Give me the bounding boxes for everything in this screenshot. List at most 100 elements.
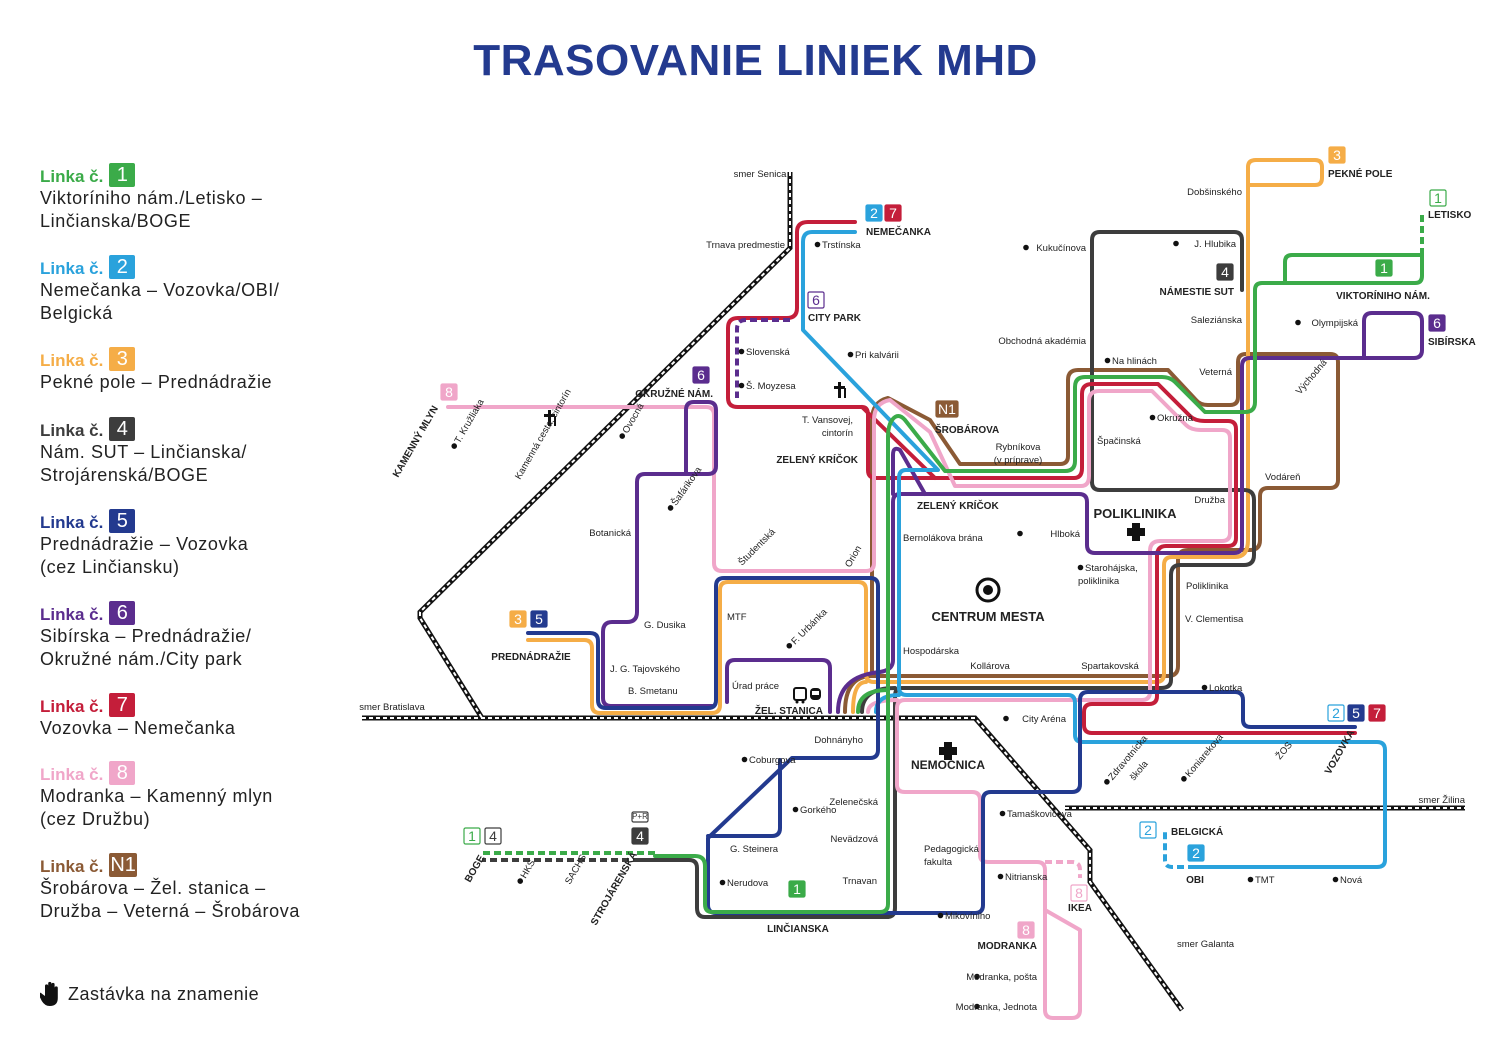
stop: VIKTORÍNIHO NÁM. bbox=[1336, 289, 1430, 302]
stop: Modranka, Jednota bbox=[956, 1002, 1038, 1013]
line-badge-text: 4 bbox=[636, 828, 644, 844]
line-2-dashed bbox=[1163, 830, 1195, 869]
line-badge-text: 1 bbox=[1380, 260, 1388, 276]
stop: Východná bbox=[1294, 357, 1330, 397]
line-badge-text: 2 bbox=[1332, 705, 1340, 721]
line-badge: 4 bbox=[1216, 263, 1234, 281]
stop-label: SACHS bbox=[563, 853, 589, 887]
stop: NÁMESTIE SUT bbox=[1160, 285, 1234, 298]
request-stop-hand-icon bbox=[974, 1003, 980, 1010]
stop: Trnavan bbox=[843, 876, 878, 887]
stop: MODRANKA bbox=[978, 941, 1037, 952]
stop: Nová bbox=[1332, 875, 1363, 886]
request-stop-hand-icon bbox=[1023, 244, 1029, 251]
stop: LINČIANSKA bbox=[767, 922, 829, 935]
stop: Obchodná akadémia bbox=[998, 336, 1086, 347]
legend-route: Linčianska/BOGE bbox=[40, 211, 192, 231]
stop: G. Steinera bbox=[730, 844, 779, 855]
line-badge: 8 bbox=[440, 383, 458, 401]
line-badge-text: 2 bbox=[1192, 845, 1200, 861]
line-badge: 2 bbox=[1327, 704, 1345, 722]
line-badge-text: 7 bbox=[889, 205, 897, 221]
stop: Hospodárska bbox=[903, 646, 960, 657]
request-stop-hand-icon bbox=[997, 873, 1004, 880]
stop: IKEA bbox=[1068, 903, 1092, 914]
stop-label: Trstínska bbox=[822, 240, 861, 251]
stop: smer Senica bbox=[734, 169, 788, 180]
request-stop-hand-icon bbox=[517, 878, 524, 884]
stop: Nevädzová bbox=[830, 834, 878, 845]
hospital-cross-icon bbox=[939, 742, 957, 760]
stop-label: PREDNÁDRAŽIE bbox=[491, 650, 571, 663]
line-badge: 3 bbox=[109, 347, 136, 371]
line-badge: 1 bbox=[109, 163, 136, 187]
stop-label: Obchodná akadémia bbox=[998, 336, 1086, 347]
stop-label: Starohájska, bbox=[1085, 563, 1138, 574]
stop-label: Okružná bbox=[1157, 413, 1194, 424]
legend-line-label: Linka č. bbox=[40, 259, 104, 278]
stop: ŠROBÁROVA bbox=[935, 423, 999, 436]
stop: fakulta bbox=[924, 857, 953, 868]
stop: Študentská bbox=[736, 526, 778, 568]
line-badge: N1 bbox=[109, 853, 137, 877]
line-badge-text: 8 bbox=[1022, 922, 1030, 938]
line-badge-text: 1 bbox=[793, 881, 801, 897]
line-badge-text: 6 bbox=[1433, 315, 1441, 331]
stop: NEMEČANKA bbox=[866, 225, 931, 238]
stop: Gorkého bbox=[792, 805, 836, 816]
stop: Kollárova bbox=[970, 661, 1010, 672]
stop-label: Na hlinách bbox=[1112, 356, 1157, 367]
stop-label: Družba bbox=[1194, 495, 1225, 506]
stop-label: Š. Moyzesa bbox=[746, 381, 796, 392]
stop-label: Zelenečská bbox=[829, 797, 878, 808]
legend-route: Modranka – Kamenný mlyn bbox=[40, 786, 273, 806]
stop: Nitrianska bbox=[997, 872, 1048, 883]
legend-route: (cez Družbu) bbox=[40, 809, 151, 829]
stop: Okružná bbox=[1149, 413, 1194, 424]
stop-label: Dohnányho bbox=[814, 735, 863, 746]
stop: NEMOCNICA bbox=[911, 758, 985, 772]
railways bbox=[362, 172, 1465, 1012]
line-badge-text: 6 bbox=[812, 292, 820, 308]
request-stop-hand-icon bbox=[1017, 530, 1023, 537]
request-stop-hand-icon bbox=[814, 241, 821, 248]
request-stop-hand-icon bbox=[1149, 414, 1156, 421]
stop-label: ZELENÝ KRÍČOK bbox=[917, 499, 999, 512]
line-badge-text: 2 bbox=[1144, 822, 1152, 838]
legend-route: Družba – Veterná – Šrobárova bbox=[40, 901, 300, 921]
line-badge: 3 bbox=[1328, 146, 1346, 164]
line-badge: 2 bbox=[109, 255, 136, 279]
stop: BELGICKÁ bbox=[1171, 825, 1223, 838]
line-badge: 7 bbox=[1368, 704, 1386, 722]
stop-label: SIBÍRSKA bbox=[1428, 335, 1476, 348]
stop-label: Orion bbox=[843, 544, 864, 570]
stop: OKRUŽNÉ NÁM. bbox=[635, 387, 713, 400]
line-badge: 2 bbox=[865, 204, 883, 222]
stop: Olympijská bbox=[1295, 318, 1359, 329]
request-stop-hand-icon bbox=[937, 912, 944, 919]
stop: Modranka, pošta bbox=[966, 972, 1037, 983]
stop-label: B. Smetanu bbox=[628, 686, 678, 697]
request-stop-hand-icon bbox=[1104, 779, 1110, 785]
line-8-dashed bbox=[1045, 860, 1082, 878]
legend-route: Nám. SUT – Linčianska/ bbox=[40, 442, 247, 462]
stop-label: ŽEL. STANICA bbox=[755, 704, 823, 717]
line-badge: N1 bbox=[935, 400, 959, 418]
stop-label: Špačinská bbox=[1097, 436, 1142, 447]
line-badge-text: 4 bbox=[1221, 264, 1229, 280]
stop-label: G. Dusika bbox=[644, 620, 686, 631]
stop-label: Bernolákova brána bbox=[903, 533, 983, 544]
legend-route: Šrobárova – Žel. stanica – bbox=[40, 878, 266, 898]
stop: CENTRUM MESTA bbox=[931, 609, 1045, 624]
stop: PREDNÁDRAŽIE bbox=[491, 650, 571, 663]
stop: Na hlinách bbox=[1104, 356, 1157, 367]
stop-label: NEMEČANKA bbox=[866, 225, 931, 238]
stop: smer Bratislava bbox=[359, 702, 425, 713]
stop-label: Vodáreň bbox=[1265, 472, 1300, 483]
stop-label: Hospodárska bbox=[903, 646, 960, 657]
stop-label: cintorín bbox=[822, 428, 853, 439]
